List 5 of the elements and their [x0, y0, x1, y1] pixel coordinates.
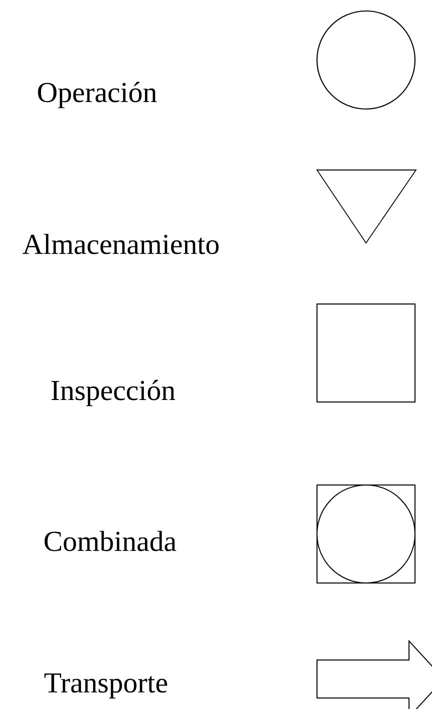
legend-label: Inspección: [51, 380, 176, 406]
legend-label: Almacenamiento: [22, 234, 219, 254]
legend-label: Combinada: [44, 530, 176, 552]
legend-label: Operación: [38, 82, 157, 108]
legend-label: Transporte: [44, 673, 168, 699]
